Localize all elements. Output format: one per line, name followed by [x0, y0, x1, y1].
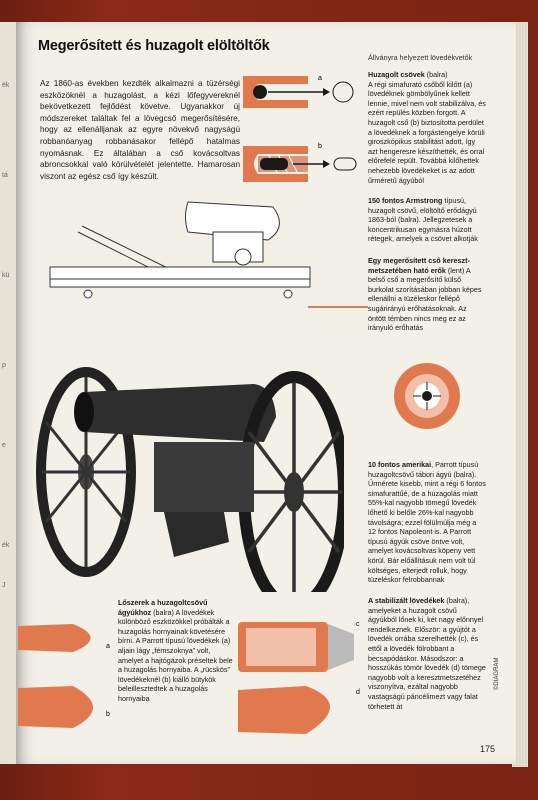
caption-tail: típusú, huzagolt csövű, elöltöltő erődág… [368, 196, 478, 244]
shell-label-c: c [356, 621, 360, 628]
shell-drawing: a b [18, 624, 110, 728]
label-a: a [318, 75, 322, 82]
intro-paragraph: Az 1860-as években kezdték alkalmazni a … [40, 79, 240, 181]
page-title: Megerősített és huzagolt elöltöltők [38, 38, 270, 54]
caption-tail: (balra), amelyeket a huzagolt csövű ágyú… [368, 596, 486, 711]
margin-mark: J [2, 582, 6, 589]
caption-body: A régi simafurató csőből kilőtt (a) löve… [368, 79, 486, 185]
smoothbore-barrel [243, 76, 354, 108]
label-b: b [318, 143, 322, 150]
shelf-caption: Állványra helyezett lövedékvetők [368, 53, 473, 62]
page-edges [512, 22, 528, 767]
caption-rifled-barrels: Huzagolt csövek (balra) A régi simafurat… [368, 70, 486, 185]
margin-mark: p [2, 362, 6, 369]
shell-label-d: d [356, 689, 360, 696]
caption-stabilized: A stabilizált lövedékek (balra), amelyek… [368, 596, 486, 711]
caption-armstrong: 150 fontos Armstrong típusú, huzagolt cs… [368, 196, 486, 244]
margin-mark: ék [2, 542, 10, 549]
shell-label-a: a [106, 643, 110, 650]
caption-tail: (balra) A lövedékek különböző eszközökke… [118, 607, 233, 703]
previous-page-edge: ék tá kü p e ék J [0, 22, 18, 764]
page-number: 175 [480, 744, 496, 754]
book-page: Megerősített és huzagolt elöltöltők Állv… [16, 22, 516, 764]
rifled-barrel [243, 146, 357, 182]
caption-head: A stabilizált lövedékek [368, 596, 445, 605]
stabilized-shell-drawing: c d [238, 621, 360, 734]
margin-mark: tá [2, 172, 8, 179]
caption-tail: (lent) A belső cső a megerősítő külső bu… [368, 265, 482, 333]
caption-ammunition: Lőszerek a huzagoltcsövű ágyúkhoz (balra… [118, 598, 236, 704]
caption-head: 10 fontos amerikai [368, 460, 432, 469]
caption-tail: , Parrott típusú huzagoltcsövű tábori ág… [368, 460, 486, 585]
margin-mark: e [2, 442, 6, 449]
rifled-barrel-diagram: a b [243, 75, 357, 182]
shell-label-b: b [106, 711, 110, 718]
caption-head: Huzagolt csövek [368, 70, 425, 79]
caption-head: 150 fontos Armstrong [368, 196, 443, 205]
caption-parrott: 10 fontos amerikai, Parrott típusú huzag… [368, 460, 486, 585]
caption-tail: (balra) [424, 70, 448, 79]
diagram-credit: ©DIAGRAM [494, 657, 500, 690]
caption-cross-section: Egy megerősített cső kereszt-metszetében… [368, 256, 486, 333]
cross-section-diagram [394, 363, 460, 429]
caption-head: Lőszerek a huzagoltcsövű ágyúkhoz [118, 598, 208, 617]
cannon-illustration [36, 367, 344, 592]
fortress-gun-drawing [49, 201, 368, 308]
caption-head: Egy megerősített cső kereszt-metszetében… [368, 256, 470, 275]
margin-mark: ék [2, 82, 10, 89]
margin-mark: kü [2, 272, 10, 279]
